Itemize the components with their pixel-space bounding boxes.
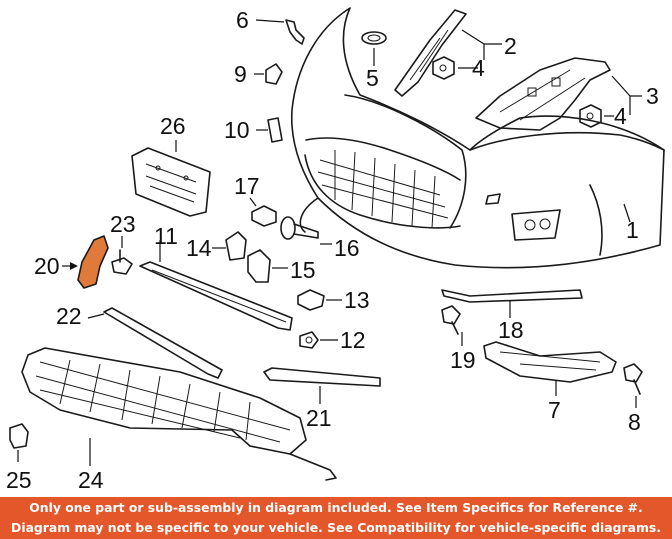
part-grommet: [361, 31, 387, 45]
callout-23: 23: [110, 211, 136, 237]
callout-9: 9: [234, 61, 247, 87]
callout-18: 18: [498, 317, 524, 343]
callout-22: 22: [56, 303, 82, 329]
callout-12: 12: [340, 327, 366, 353]
part-lower-bracket: [483, 341, 617, 383]
part-lower-strip: [103, 307, 223, 379]
callout-3: 3: [646, 83, 659, 109]
callout-19: 19: [450, 347, 476, 373]
callout-7: 7: [548, 397, 561, 423]
part-clip-10: [267, 117, 283, 143]
callout-11: 11: [154, 223, 178, 249]
part-bumper-cover: [290, 7, 665, 269]
callout-4-upper: 4: [472, 55, 485, 81]
part-undertray: [21, 347, 337, 481]
callout-10: 10: [224, 117, 250, 143]
callout-15: 15: [290, 257, 316, 283]
part-bolt-19: [441, 305, 461, 335]
callout-2: 2: [504, 33, 517, 59]
part-push-rivet: [280, 216, 319, 240]
callout-16: 16: [334, 235, 360, 261]
part-nut-lower: [579, 104, 602, 128]
part-clip-25: [9, 423, 29, 449]
part-push-pin: [285, 19, 305, 45]
part-block: [297, 289, 325, 311]
part-bracket-clip: [225, 231, 247, 261]
part-bolt-8: [623, 363, 643, 395]
part-clip-17: [251, 205, 277, 227]
part-upper-bracket: [394, 9, 467, 97]
callout-14: 14: [186, 235, 212, 261]
disclaimer-line-2: Diagram may not be specific to your vehi…: [11, 520, 661, 535]
callout-26: 26: [160, 113, 186, 139]
callout-5: 5: [366, 65, 379, 91]
callout-13: 13: [344, 287, 370, 313]
leader-lines: [17, 19, 642, 466]
part-nut-upper: [432, 56, 455, 80]
part-clip-9: [265, 63, 283, 85]
callout-4-lower: 4: [614, 103, 627, 129]
part-bolt-12: [299, 331, 319, 349]
part-bolt-23: [111, 249, 133, 275]
part-trim-strip: [263, 367, 381, 387]
part-grille-strip: [139, 261, 293, 331]
part-side-strip: [441, 289, 583, 303]
callout-20: 20: [34, 253, 60, 279]
part-retainer: [247, 249, 271, 283]
exploded-parts-diagram: 6 2 4 5 9 3 4 26 10 17 1 23 11 16 14 20 …: [6, 7, 665, 493]
callout-6: 6: [236, 7, 249, 33]
callout-21: 21: [306, 405, 332, 431]
disclaimer-line-1: Only one part or sub-assembly in diagram…: [29, 500, 643, 515]
callout-24: 24: [78, 467, 104, 493]
part-side-bracket: [475, 57, 611, 131]
callout-17: 17: [234, 173, 260, 199]
callout-labels: 6 2 4 5 9 3 4 26 10 17 1 23 11 16 14 20 …: [6, 7, 659, 493]
part-license-bracket: [131, 147, 211, 217]
callout-1: 1: [626, 217, 639, 243]
callout-8: 8: [628, 409, 641, 435]
callout-25: 25: [6, 467, 32, 493]
part-bumper-bracket-highlighted: [77, 235, 109, 289]
disclaimer-banner: Only one part or sub-assembly in diagram…: [0, 497, 672, 539]
